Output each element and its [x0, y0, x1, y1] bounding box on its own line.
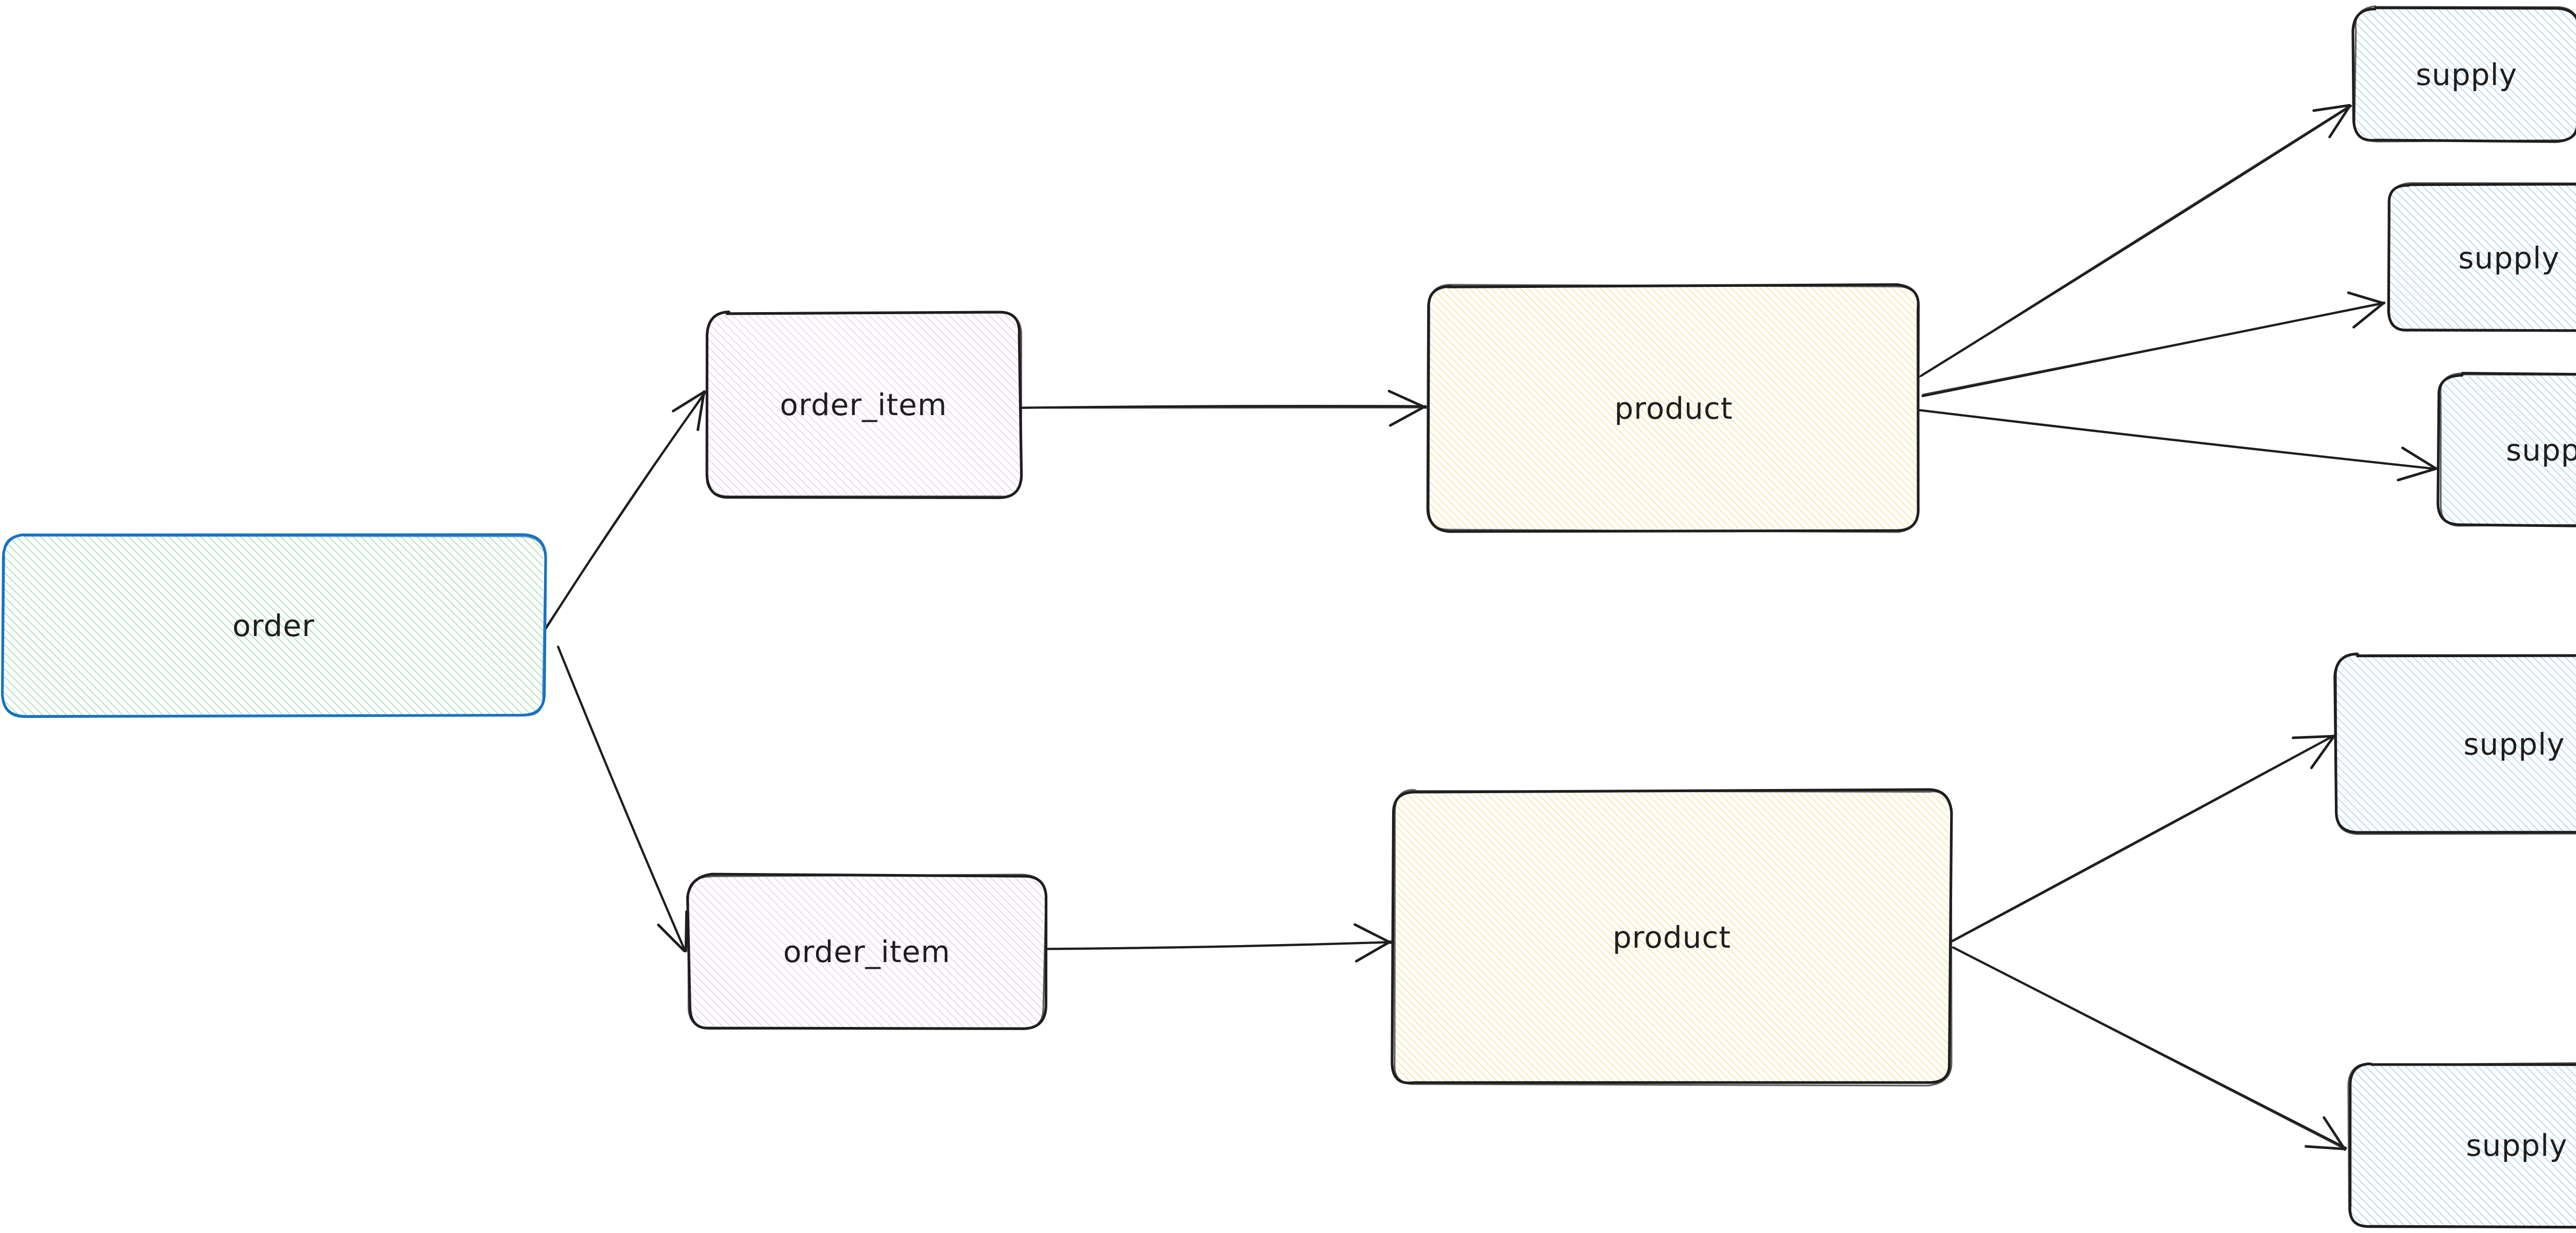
node-product_1[interactable] [1426, 283, 1920, 533]
node-hitbox-supply_3[interactable] [2439, 374, 2576, 525]
edge-layer [544, 104, 2438, 1151]
node-outline [2353, 5, 2576, 143]
edge-product_1-to-supply_1 [1919, 104, 2352, 378]
node-outline [706, 311, 1023, 498]
node-fill [1394, 791, 1952, 1085]
node-order_item_2[interactable] [686, 872, 1048, 1030]
node-supply_1[interactable] [2351, 5, 2576, 143]
node-hitbox-supply_5[interactable] [2349, 1064, 2576, 1227]
node-hitbox-order[interactable] [3, 536, 544, 716]
node-outline [1394, 789, 1953, 1087]
node-fill [3, 536, 544, 717]
node-fill [1427, 285, 1919, 530]
node-hitbox-supply_2[interactable] [2388, 184, 2576, 331]
node-hitbox-order_item_2[interactable] [689, 876, 1045, 1028]
node-supply_5[interactable] [2347, 1062, 2576, 1229]
node-hitbox-supply_4[interactable] [2336, 655, 2576, 833]
node-supply_3[interactable] [2436, 372, 2576, 527]
node-fill [2335, 654, 2576, 834]
node-outline [2335, 654, 2576, 835]
node-supply_4[interactable] [2333, 653, 2576, 835]
node-fill [2439, 374, 2576, 527]
node-outline [1426, 284, 1920, 533]
edge-order-to-order_item_1 [544, 390, 707, 630]
node-layer [1, 5, 2576, 1229]
node-hitbox-order_item_1[interactable] [707, 313, 1020, 497]
edge-product_1-to-supply_2 [1921, 291, 2386, 398]
node-outline [2439, 372, 2576, 527]
node-supply_2[interactable] [2386, 182, 2576, 333]
node-outline [687, 874, 1047, 1030]
edge-product_2-to-supply_4 [1951, 734, 2335, 943]
node-order_item_1[interactable] [705, 310, 1023, 499]
node-hitbox-product_1[interactable] [1428, 286, 1919, 530]
edge-order_item_1-to-product_1 [1021, 389, 1427, 427]
node-hitbox-supply_1[interactable] [2354, 8, 2576, 142]
node-outline [2347, 1062, 2576, 1228]
edge-product_1-to-supply_3 [1919, 409, 2438, 482]
node-fill [687, 875, 1046, 1028]
node-fill [2348, 1063, 2576, 1227]
node-outline [2, 534, 546, 717]
node-order[interactable] [1, 533, 547, 718]
node-product_2[interactable] [1391, 788, 1953, 1087]
edge-order-to-order_item_2 [557, 645, 688, 953]
node-fill [2386, 183, 2576, 333]
node-fill [2354, 7, 2576, 141]
edge-order_item_2-to-product_2 [1045, 923, 1393, 963]
node-fill [706, 312, 1022, 498]
node-outline [2387, 182, 2576, 332]
node-hitbox-product_2[interactable] [1394, 791, 1950, 1084]
edge-product_2-to-supply_5 [1952, 946, 2347, 1151]
